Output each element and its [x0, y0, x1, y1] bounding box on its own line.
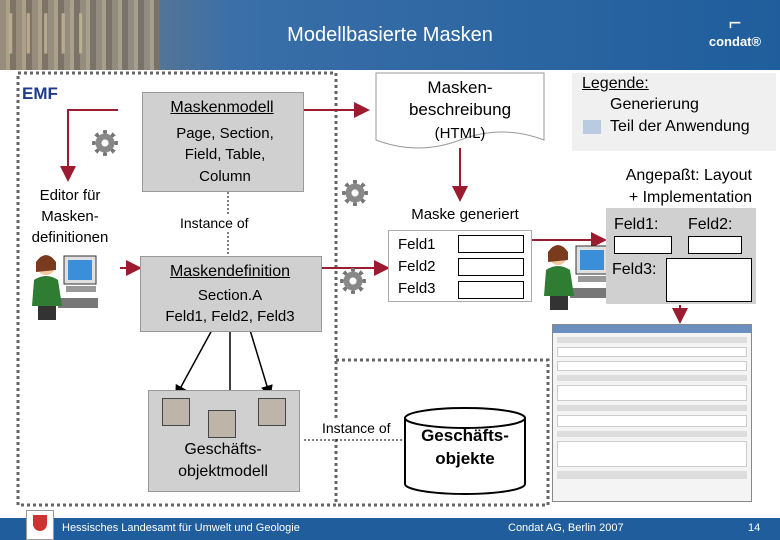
form-screenshot-row [557, 337, 747, 343]
page-number: 14 [748, 522, 761, 534]
angepasst-title-1: Angepaßt: Layout [625, 167, 752, 184]
legend-item-anwendung: Teil der Anwendung [610, 118, 750, 135]
person-at-computer-icon [544, 245, 610, 310]
maskenmodell-body-3: Column [199, 168, 251, 185]
beschreibung-label-1: Masken- [427, 78, 493, 97]
maskendefinition-body-1: Section.A [197, 287, 263, 304]
go-cylinder [404, 407, 526, 495]
footer-bar [0, 518, 780, 540]
beschreibung-label-3: (HTML) [434, 125, 486, 142]
legend-box [572, 73, 776, 151]
maskenmodell-body-2: Field, Table, [184, 146, 266, 163]
maskenmodell-title: Maskenmodell [170, 99, 274, 116]
form-screenshot-row [557, 471, 747, 479]
gom-label-1: Geschäfts- [184, 441, 262, 458]
header-photo [0, 0, 160, 70]
angepasst-title-2: + Implementation [628, 189, 752, 206]
line-def-gom-3 [175, 329, 213, 398]
legend-swatch-anwendung [583, 120, 601, 134]
form-screenshot-row [557, 441, 747, 467]
generiert-feld1-input [458, 235, 524, 253]
emf-label: EMF [22, 84, 58, 103]
maskendefinition-body-2: Feld1, Feld2, Feld3 [165, 308, 295, 325]
form-screenshot [552, 324, 752, 502]
generiert-feld2-input [458, 258, 524, 276]
maskenmodell-box [142, 92, 304, 192]
slide-title: Modellbasierte Masken [287, 24, 493, 46]
maskenmodell-body-1: Page, Section, [176, 125, 274, 142]
header-photo-decoration: ||||| [4, 8, 92, 54]
angepasst-feld2-label: Feld2: [688, 216, 733, 233]
angepasst-feld1-label: Feld1: [614, 216, 659, 233]
gom-label-2: objektmodell [178, 463, 268, 480]
form-screenshot-titlebar [553, 325, 751, 333]
editor-label-2: Masken- [41, 208, 99, 225]
beschreibung-document [375, 72, 545, 149]
condat-logo: ⌐condat® [708, 10, 762, 50]
person-at-computer-icon [32, 255, 98, 320]
maske-generiert-title: Maske generiert [411, 206, 519, 223]
footer-organization: Hessisches Landesamt für Umwelt und Geol… [62, 522, 300, 534]
legend-title: Legende: [582, 75, 649, 92]
go-label-1: Geschäfts- [421, 426, 509, 445]
generiert-feld3-label: Feld3 [398, 280, 436, 297]
legend-item-generierung: Generierung [610, 96, 699, 113]
line-def-gom-2 [249, 329, 273, 398]
gom-class-box [162, 398, 190, 426]
emf-boundary-extension [336, 358, 550, 507]
form-screenshot-row [557, 347, 747, 357]
footer-company: Condat AG, Berlin 2007 [508, 522, 624, 534]
form-screenshot-row [557, 375, 747, 381]
maskendefinition-title: Maskendefinition [169, 263, 291, 280]
form-screenshot-row [557, 415, 747, 427]
form-screenshot-row [557, 385, 747, 401]
emf-boundary [16, 71, 338, 507]
generiert-feld3-input [458, 281, 524, 299]
generiert-feld2-label: Feld2 [398, 258, 436, 275]
angepasst-feld3-label: Feld3: [612, 261, 657, 278]
editor-label-3: definitionen [31, 229, 109, 246]
form-screenshot-row [557, 405, 747, 411]
maskendefinition-box [140, 256, 322, 332]
angepasst-feld3-input [666, 258, 752, 302]
instance-of-label-2: Instance of [320, 420, 393, 436]
gear-icon [342, 180, 368, 206]
instance-of-label-1: Instance of [178, 215, 251, 231]
generiert-feld1-label: Feld1 [398, 236, 436, 253]
angepasst-feld2-input [688, 236, 742, 254]
go-label-2: objekte [435, 449, 495, 468]
form-screenshot-row [557, 431, 747, 437]
gom-class-box [208, 410, 236, 438]
form-screenshot-row [557, 361, 747, 371]
beschreibung-label-2: beschreibung [408, 100, 512, 119]
angepasst-feld1-input [614, 236, 672, 254]
gear-icon [340, 268, 366, 294]
hlug-logo [26, 510, 54, 540]
arrow-emf-to-editor [60, 109, 118, 182]
editor-label-1: Editor für [39, 187, 101, 204]
gear-icon [92, 130, 118, 156]
gom-class-box [258, 398, 286, 426]
